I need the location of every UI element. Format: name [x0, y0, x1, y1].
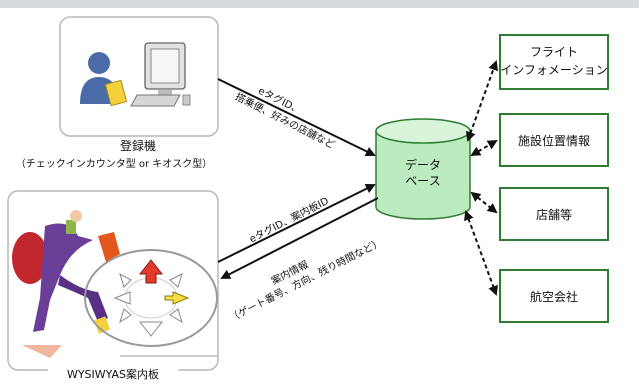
source-box-facility	[499, 113, 609, 167]
registration-subtitle: （チェックインカウンタ型 or キオスク型）	[15, 159, 213, 170]
arrow-signboard-to-db	[217, 184, 376, 263]
signboard-title: WYSIWYAS案内板	[48, 366, 178, 382]
source-flight-line1: フライト	[529, 45, 578, 59]
arrow-db-to-signboard	[220, 197, 379, 279]
top-strip	[0, 0, 639, 8]
arrow-db-facility	[470, 139, 498, 157]
arrow-db-shops	[470, 191, 498, 214]
source-shops-label: 店舗等	[535, 208, 572, 222]
arrow-registration-to-db	[217, 78, 376, 156]
computer-icon	[130, 42, 191, 107]
person-icon	[80, 52, 128, 107]
source-box-shops	[499, 187, 609, 241]
source-flight-line2: インフォメーション	[500, 63, 608, 77]
direction-signal-icon	[84, 249, 218, 347]
database-icon	[375, 118, 471, 220]
source-box-airline	[499, 269, 609, 323]
arrow-db-flight-info	[465, 60, 499, 142]
running-figure-icon	[12, 210, 120, 358]
registration-panel	[59, 16, 219, 137]
arrow-db-airline	[464, 210, 498, 296]
source-box-flight-info	[499, 34, 609, 90]
database-label-line2: ベース	[405, 174, 441, 188]
database-label-line1: データ	[404, 158, 441, 172]
registration-title: 登録機	[119, 139, 156, 153]
signboard-panel	[7, 190, 219, 371]
source-airline-label: 航空会社	[529, 290, 578, 304]
source-facility-label: 施設位置情報	[517, 134, 590, 148]
